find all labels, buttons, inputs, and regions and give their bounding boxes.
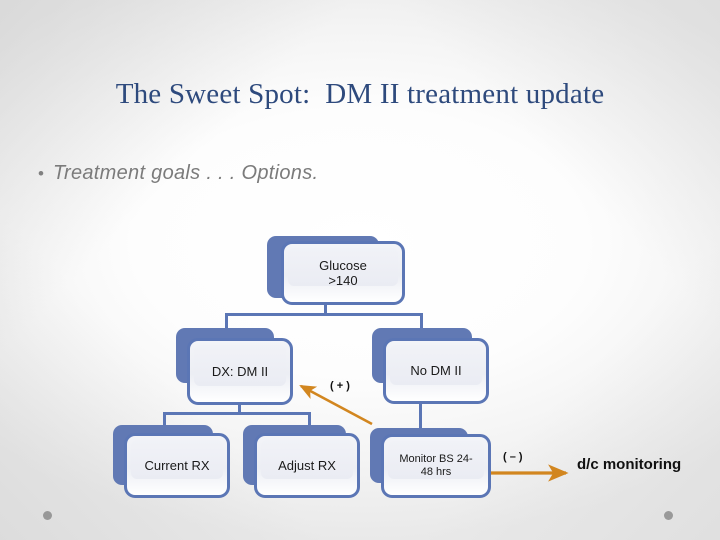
connector-bus-level1: [225, 313, 423, 316]
page-title: The Sweet Spot: DM II treatment update: [115, 78, 605, 110]
node-current-rx-label: Current RX: [144, 457, 210, 473]
node-current-rx[interactable]: Current RX: [113, 425, 233, 500]
node-adjust-rx-label: Adjust RX: [278, 457, 336, 473]
connector-drop-dx: [225, 313, 228, 330]
node-no-dm2-label: No DM II: [410, 363, 462, 379]
bullet-text: Treatment goals . . . Options.: [52, 162, 319, 184]
connector-bus-level2: [163, 412, 311, 415]
bullet-item: • Treatment goals . . . Options.: [38, 162, 318, 185]
node-no-dm2[interactable]: No DM II: [372, 328, 492, 406]
node-current-rx-face[interactable]: Current RX: [124, 433, 230, 498]
connector-dx-stem: [238, 403, 241, 414]
decorative-dot-left: [43, 511, 52, 520]
node-adjust-rx[interactable]: Adjust RX: [243, 425, 363, 500]
connector-glucose-stem: [324, 303, 327, 316]
node-dx-dm2[interactable]: DX: DM II: [176, 328, 296, 406]
node-monitor-bs-face[interactable]: Monitor BS 24- 48 hrs: [381, 434, 491, 498]
arrow-plus-label: ( + ): [330, 380, 350, 392]
connector-drop-currentrx: [163, 412, 166, 427]
node-no-dm2-face[interactable]: No DM II: [383, 338, 489, 404]
decorative-dot-right: [664, 511, 673, 520]
node-glucose-face[interactable]: Glucose >140: [281, 241, 405, 305]
node-monitor-bs[interactable]: Monitor BS 24- 48 hrs: [370, 428, 492, 500]
dc-monitoring-label: d/c monitoring: [577, 456, 682, 473]
node-adjust-rx-face[interactable]: Adjust RX: [254, 433, 360, 498]
bullet-marker-icon: •: [38, 164, 44, 183]
arrow-minus-label: ( – ): [503, 451, 523, 463]
connector-drop-nodm: [420, 313, 423, 330]
node-glucose[interactable]: Glucose >140: [267, 236, 407, 306]
node-dx-dm2-label: DX: DM II: [211, 363, 269, 379]
connector-nodm-to-monitor: [419, 403, 422, 430]
node-glucose-label: Glucose >140: [319, 257, 367, 288]
node-dx-dm2-face[interactable]: DX: DM II: [187, 338, 293, 405]
node-monitor-bs-label: Monitor BS 24- 48 hrs: [399, 453, 473, 478]
